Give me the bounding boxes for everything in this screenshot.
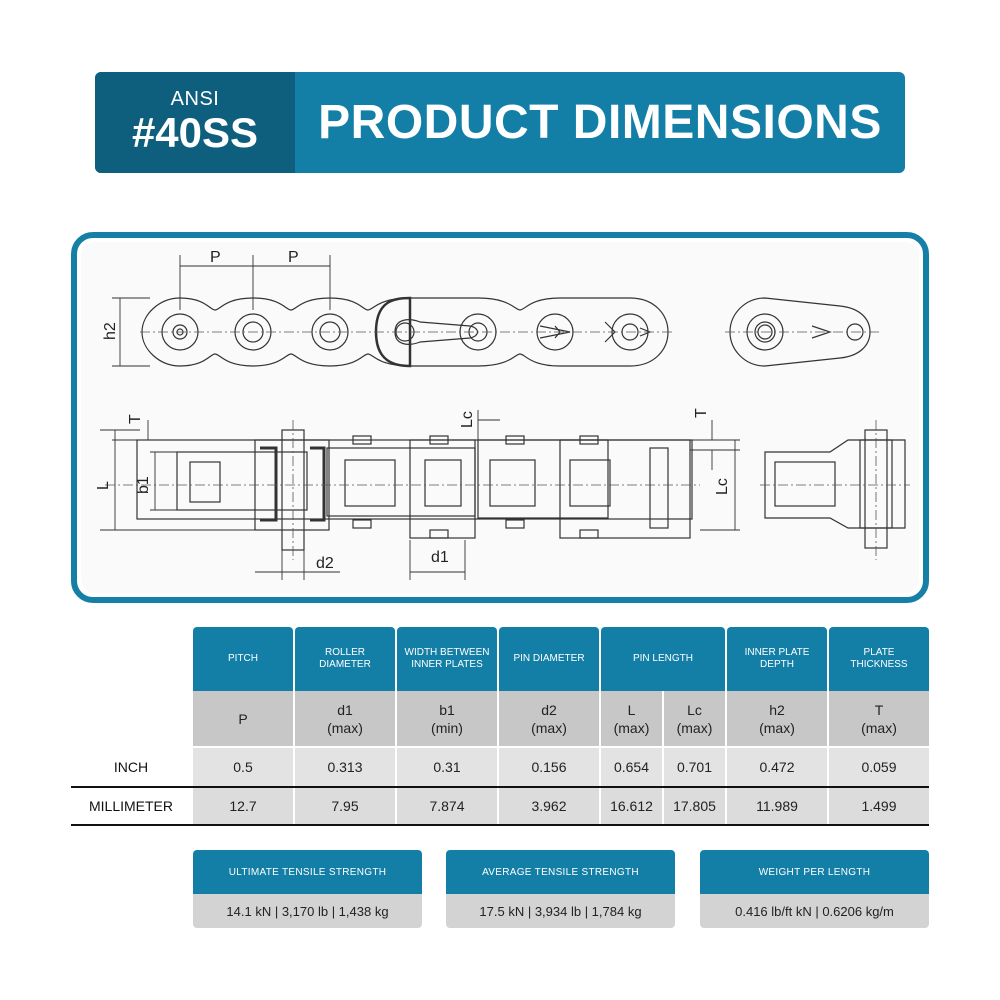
dim-label-b1: b1: [135, 476, 152, 494]
chain-top-outline: [141, 297, 669, 367]
row-divider: [71, 786, 929, 788]
header-pitch: PITCH: [193, 627, 293, 691]
dim-label-pitch-1: P: [210, 249, 221, 266]
ultimate-tensile-strength-value: 14.1 kN | 3,170 lb | 1,438 kg: [193, 894, 422, 928]
dim-label-l: L: [95, 481, 112, 490]
table-cell: 7.95: [295, 788, 395, 824]
table-cell: 7.874: [397, 788, 497, 824]
table-cell: 0.059: [829, 748, 929, 786]
symbol-b1: b1 (min): [397, 691, 497, 746]
row-label-inch: INCH: [113, 759, 149, 775]
standard-label: ANSI: [170, 88, 220, 110]
chain-end-top-outline: [729, 297, 871, 367]
dim-label-pitch-2: P: [288, 249, 299, 266]
symbol-lc: Lc (max): [664, 691, 725, 746]
table-cell: 0.654: [601, 748, 662, 786]
symbol-p: P: [193, 691, 293, 746]
symbol-t: T (max): [829, 691, 929, 746]
chain-technical-drawing: P P h2 T T Lc Lc L b1 d2 d1: [95, 249, 910, 580]
dim-label-lc-top: Lc: [459, 411, 476, 428]
header-inner-plate-depth: INNER PLATE DEPTH: [727, 627, 827, 691]
symbol-d2: d2 (max): [499, 691, 599, 746]
model-badge: ANSI #40SS: [95, 72, 295, 173]
average-tensile-strength-value: 17.5 kN | 3,934 lb | 1,784 kg: [446, 894, 675, 928]
dim-label-t-right: T: [693, 408, 710, 418]
table-cell: 0.156: [499, 748, 599, 786]
header-banner: ANSI #40SS PRODUCT DIMENSIONS: [95, 72, 905, 173]
table-cell: 12.7: [193, 788, 293, 824]
table-cell: 3.962: [499, 788, 599, 824]
header-plate-thickness: PLATE THICKNESS: [829, 627, 929, 691]
chain-drawing-frame: P P h2 T T Lc Lc L b1 d2 d1: [71, 232, 929, 603]
table-cell: 0.5: [193, 748, 293, 786]
dim-label-d1: d1: [431, 549, 449, 566]
table-cell: 17.805: [664, 788, 725, 824]
page-title: PRODUCT DIMENSIONS: [318, 96, 882, 149]
ultimate-tensile-strength-box: ULTIMATE TENSILE STRENGTH 14.1 kN | 3,17…: [193, 850, 422, 928]
symbol-l: L (max): [601, 691, 662, 746]
dim-label-lc-right: Lc: [714, 478, 731, 495]
header-width-between-inner-plates: WIDTH BETWEEN INNER PLATES: [397, 627, 497, 691]
ultimate-tensile-strength-title: ULTIMATE TENSILE STRENGTH: [193, 850, 422, 894]
weight-per-length-box: WEIGHT PER LENGTH 0.416 lb/ft kN | 0.620…: [700, 850, 929, 928]
row-label-millimeter: MILLIMETER: [88, 798, 173, 814]
dim-label-h2: h2: [102, 322, 119, 340]
table-cell: 0.313: [295, 748, 395, 786]
table-cell: 0.31: [397, 748, 497, 786]
table-cell: 0.472: [727, 748, 827, 786]
table-cell: 11.989: [727, 788, 827, 824]
average-tensile-strength-title: AVERAGE TENSILE STRENGTH: [446, 850, 675, 894]
dim-label-d2: d2: [316, 555, 334, 572]
table-bottom-rule: [71, 824, 929, 826]
table-cell: 1.499: [829, 788, 929, 824]
symbol-d1: d1 (max): [295, 691, 395, 746]
weight-per-length-value: 0.416 lb/ft kN | 0.6206 kg/m: [700, 894, 929, 928]
header-roller-diameter: ROLLER DIAMETER: [295, 627, 395, 691]
header-pin-length: PIN LENGTH: [601, 627, 725, 691]
weight-per-length-title: WEIGHT PER LENGTH: [700, 850, 929, 894]
header-pin-diameter: PIN DIAMETER: [499, 627, 599, 691]
table-cell: 0.701: [664, 748, 725, 786]
model-number: #40SS: [131, 109, 259, 156]
symbol-h2: h2 (max): [727, 691, 827, 746]
table-cell: 16.612: [601, 788, 662, 824]
average-tensile-strength-box: AVERAGE TENSILE STRENGTH 17.5 kN | 3,934…: [446, 850, 675, 928]
dim-label-t-left: T: [127, 414, 144, 424]
